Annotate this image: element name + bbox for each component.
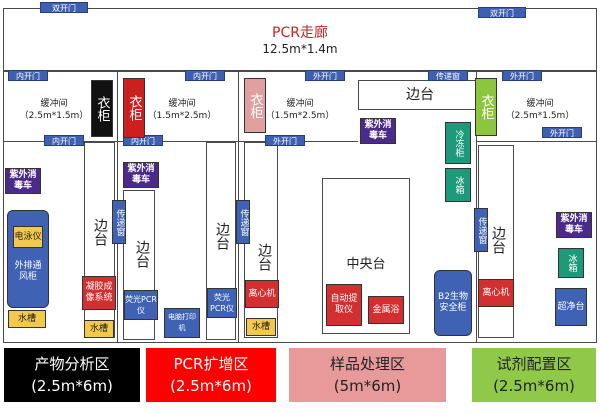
clean-bench: 超净台 bbox=[555, 288, 587, 326]
buffer-label-4: 缓冲间 bbox=[526, 99, 554, 109]
uv-cart-2: 紫外消毒车 bbox=[123, 162, 159, 188]
buffer-size-1: （2.5m*1.5m） bbox=[19, 111, 89, 121]
central-bench-outline bbox=[322, 178, 410, 334]
legend-size-4: (2.5m*6m) bbox=[493, 377, 575, 395]
inner-door-3[interactable]: 内开门 bbox=[44, 135, 84, 146]
corridor-size: 12.5m*1.4m bbox=[262, 42, 338, 56]
metal-bath: 金属浴 bbox=[368, 296, 404, 324]
legend-name-2: PCR扩增区 bbox=[173, 355, 249, 373]
sink-2: 水槽 bbox=[84, 320, 114, 338]
uv-cart-1: 紫外消毒车 bbox=[5, 168, 41, 194]
buffer-label-2: 缓冲间 bbox=[168, 99, 196, 109]
building-outline bbox=[3, 71, 597, 343]
sink-3: 水槽 bbox=[246, 318, 276, 336]
wardrobe-2: 衣柜 bbox=[123, 78, 145, 138]
legend-name-3: 样品处理区 bbox=[329, 355, 405, 373]
corridor-outline bbox=[3, 8, 597, 71]
pass-window-3[interactable]: 传递窗 bbox=[474, 208, 488, 252]
fluor-pcr-1: 荧光PCR仪 bbox=[124, 290, 158, 320]
legend-name-1: 产物分析区 bbox=[34, 355, 110, 373]
b2-safety-cabinet: B2生物安全柜 bbox=[434, 270, 472, 336]
centrifuge-2: 离心机 bbox=[478, 279, 514, 307]
legend-size-1: (2.5m*6m) bbox=[31, 377, 113, 395]
exhaust-cabinet-label: 外排通风柜 bbox=[14, 261, 42, 282]
corridor-title: PCR走廊 bbox=[272, 25, 328, 41]
outer-door-1[interactable]: 外开门 bbox=[305, 70, 345, 81]
pass-window-1[interactable]: 传递窗 bbox=[112, 200, 126, 244]
legend-size-3: (5m*6m) bbox=[333, 377, 402, 395]
pass-window-2[interactable]: 传递窗 bbox=[236, 200, 250, 244]
electrophoresis: 电泳仪 bbox=[13, 226, 43, 248]
fridge-2: 冰箱 bbox=[558, 248, 584, 278]
bench-outline-2 bbox=[123, 190, 155, 340]
auto-extractor: 自动提取仪 bbox=[326, 284, 362, 326]
buffer-line-4 bbox=[476, 141, 597, 142]
buffer-size-2: （1.5m*2.5m） bbox=[147, 111, 217, 121]
bench-outline-3 bbox=[206, 142, 236, 340]
bench-label-5: 边台 bbox=[490, 226, 506, 254]
buffer-label-3: 缓冲间 bbox=[286, 99, 314, 109]
legend-sample-processing: 样品处理区 (5m*6m) bbox=[289, 348, 446, 402]
fluor-pcr-2: 荧光PCR仪 bbox=[207, 288, 237, 318]
legend-product-analysis: 产物分析区 (2.5m*6m) bbox=[4, 348, 140, 402]
double-door-top-left[interactable]: 双开门 bbox=[40, 2, 88, 13]
buffer-size-4: （2.5m*1.5m） bbox=[505, 111, 575, 121]
buffer-label-1: 缓冲间 bbox=[40, 99, 68, 109]
legend-pcr-amplification: PCR扩增区 (2.5m*6m) bbox=[146, 348, 276, 402]
wardrobe-1: 衣柜 bbox=[91, 80, 113, 137]
bench-label-top: 边台 bbox=[406, 87, 434, 103]
wardrobe-4: 衣柜 bbox=[475, 78, 497, 136]
partition-3 bbox=[476, 71, 477, 343]
legend-reagent-prep: 试剂配置区 (2.5m*6m) bbox=[472, 348, 596, 402]
centrifuge-1: 离心机 bbox=[245, 280, 279, 308]
bench-label-3: 边台 bbox=[214, 222, 230, 250]
bench-label-1: 边台 bbox=[92, 218, 108, 246]
legend-name-4: 试剂配置区 bbox=[496, 355, 572, 373]
fridge-1: 冰箱 bbox=[445, 168, 471, 202]
bench-label-4: 边台 bbox=[256, 243, 272, 271]
wardrobe-3: 衣柜 bbox=[244, 78, 266, 133]
buffer-line-2 bbox=[117, 141, 238, 142]
gel-imaging: 凝胶成像系统 bbox=[82, 276, 116, 310]
uv-cart-4: 紫外消毒车 bbox=[556, 212, 592, 238]
bench-label-2: 边台 bbox=[134, 240, 150, 268]
pass-window-top[interactable]: 传递窗 bbox=[428, 70, 468, 81]
sink-1: 水槽 bbox=[8, 310, 46, 328]
buffer-size-3: （1.5m*2.5m） bbox=[265, 111, 335, 121]
outer-door-2[interactable]: 外开门 bbox=[502, 70, 542, 81]
uv-cart-3: 紫外消毒车 bbox=[360, 118, 396, 144]
outer-door-3[interactable]: 外开门 bbox=[265, 135, 305, 146]
double-door-top-right[interactable]: 双开门 bbox=[478, 7, 526, 18]
freezer: 冷冻柜 bbox=[445, 122, 471, 164]
inner-door-1[interactable]: 内开门 bbox=[8, 70, 48, 81]
central-bench-label: 中央台 bbox=[346, 257, 386, 272]
inner-door-2[interactable]: 内开门 bbox=[185, 70, 225, 81]
computer-printer: 电脑打印机 bbox=[164, 308, 200, 338]
legend-size-2: (2.5m*6m) bbox=[170, 377, 252, 395]
outer-door-4[interactable]: 外开门 bbox=[542, 127, 582, 138]
